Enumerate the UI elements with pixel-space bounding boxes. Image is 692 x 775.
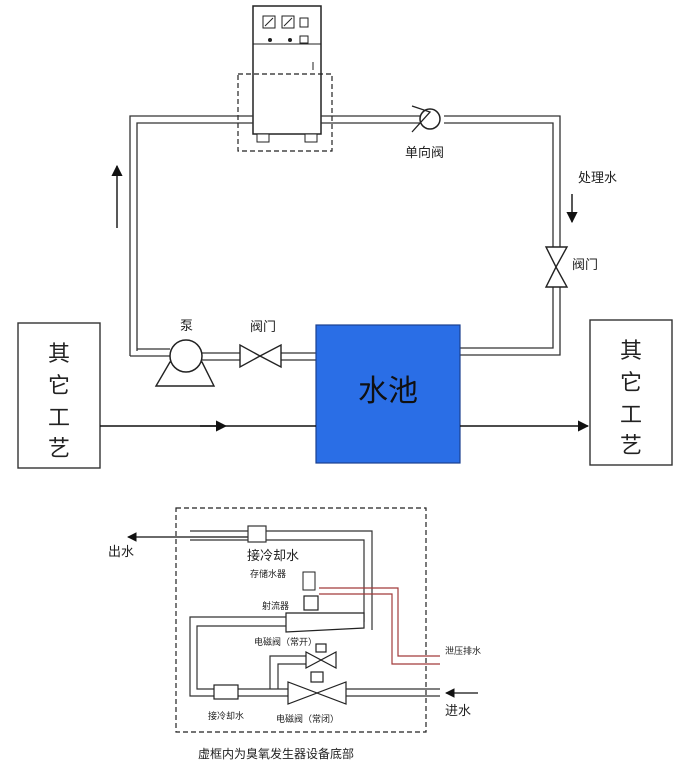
generator-base-dashed-frame xyxy=(237,73,333,152)
pressure-relief-pipe xyxy=(319,587,440,665)
pump-label: 泵 xyxy=(180,319,193,334)
other-process-right-char-3: 工 xyxy=(620,403,642,428)
inlet-label: 进水 xyxy=(445,704,471,719)
cooling-connector-bottom xyxy=(213,684,239,700)
reservoir-label: 存储水器 xyxy=(250,568,286,580)
other-process-left-char-4: 艺 xyxy=(48,437,70,462)
ejector xyxy=(285,595,365,633)
ozone-generator xyxy=(237,5,333,152)
other-process-right-box xyxy=(589,319,673,466)
internal-loop-pipe xyxy=(189,616,306,697)
right-valve xyxy=(544,246,569,288)
right-valve-label: 阀门 xyxy=(572,258,598,273)
solenoid-closed-label: 电磁阀（常闭） xyxy=(276,713,339,725)
treated-water-label: 处理水 xyxy=(578,171,617,186)
loop-pipe xyxy=(129,115,561,361)
water-pool xyxy=(315,324,461,464)
check-valve xyxy=(411,105,441,133)
solenoid-valve-open xyxy=(305,643,337,669)
other-process-right-char-1: 其 xyxy=(620,339,642,364)
other-process-left-char-3: 工 xyxy=(48,406,70,431)
cooling-pipe-top xyxy=(190,525,373,630)
other-process-left-char-2: 它 xyxy=(48,374,70,399)
cooling-in-top-label: 接冷却水 xyxy=(247,548,299,564)
other-process-right-char-4: 艺 xyxy=(620,434,642,459)
water-pool-label: 水池 xyxy=(358,374,418,409)
other-process-left-box xyxy=(17,322,101,469)
equipment-base-dashed-frame xyxy=(175,507,427,733)
other-process-right-char-2: 它 xyxy=(620,371,642,396)
pressure-drain-label: 泄压排水 xyxy=(445,645,481,657)
solenoid-open-label: 电磁阀（常开） xyxy=(254,636,317,648)
solenoid-valve-closed xyxy=(287,671,347,705)
pump xyxy=(154,339,216,387)
caption: 虚框内为臭氧发生器设备底部 xyxy=(198,746,354,761)
other-process-left-char-1: 其 xyxy=(48,342,70,367)
cooling-in-bottom-label: 接冷却水 xyxy=(208,710,244,722)
left-valve xyxy=(239,343,282,369)
outlet-label: 出水 xyxy=(108,545,134,560)
reservoir xyxy=(302,571,316,591)
check-valve-label: 单向阀 xyxy=(405,145,444,161)
left-valve-label: 阀门 xyxy=(250,320,276,335)
ejector-label: 射流器 xyxy=(262,600,289,612)
